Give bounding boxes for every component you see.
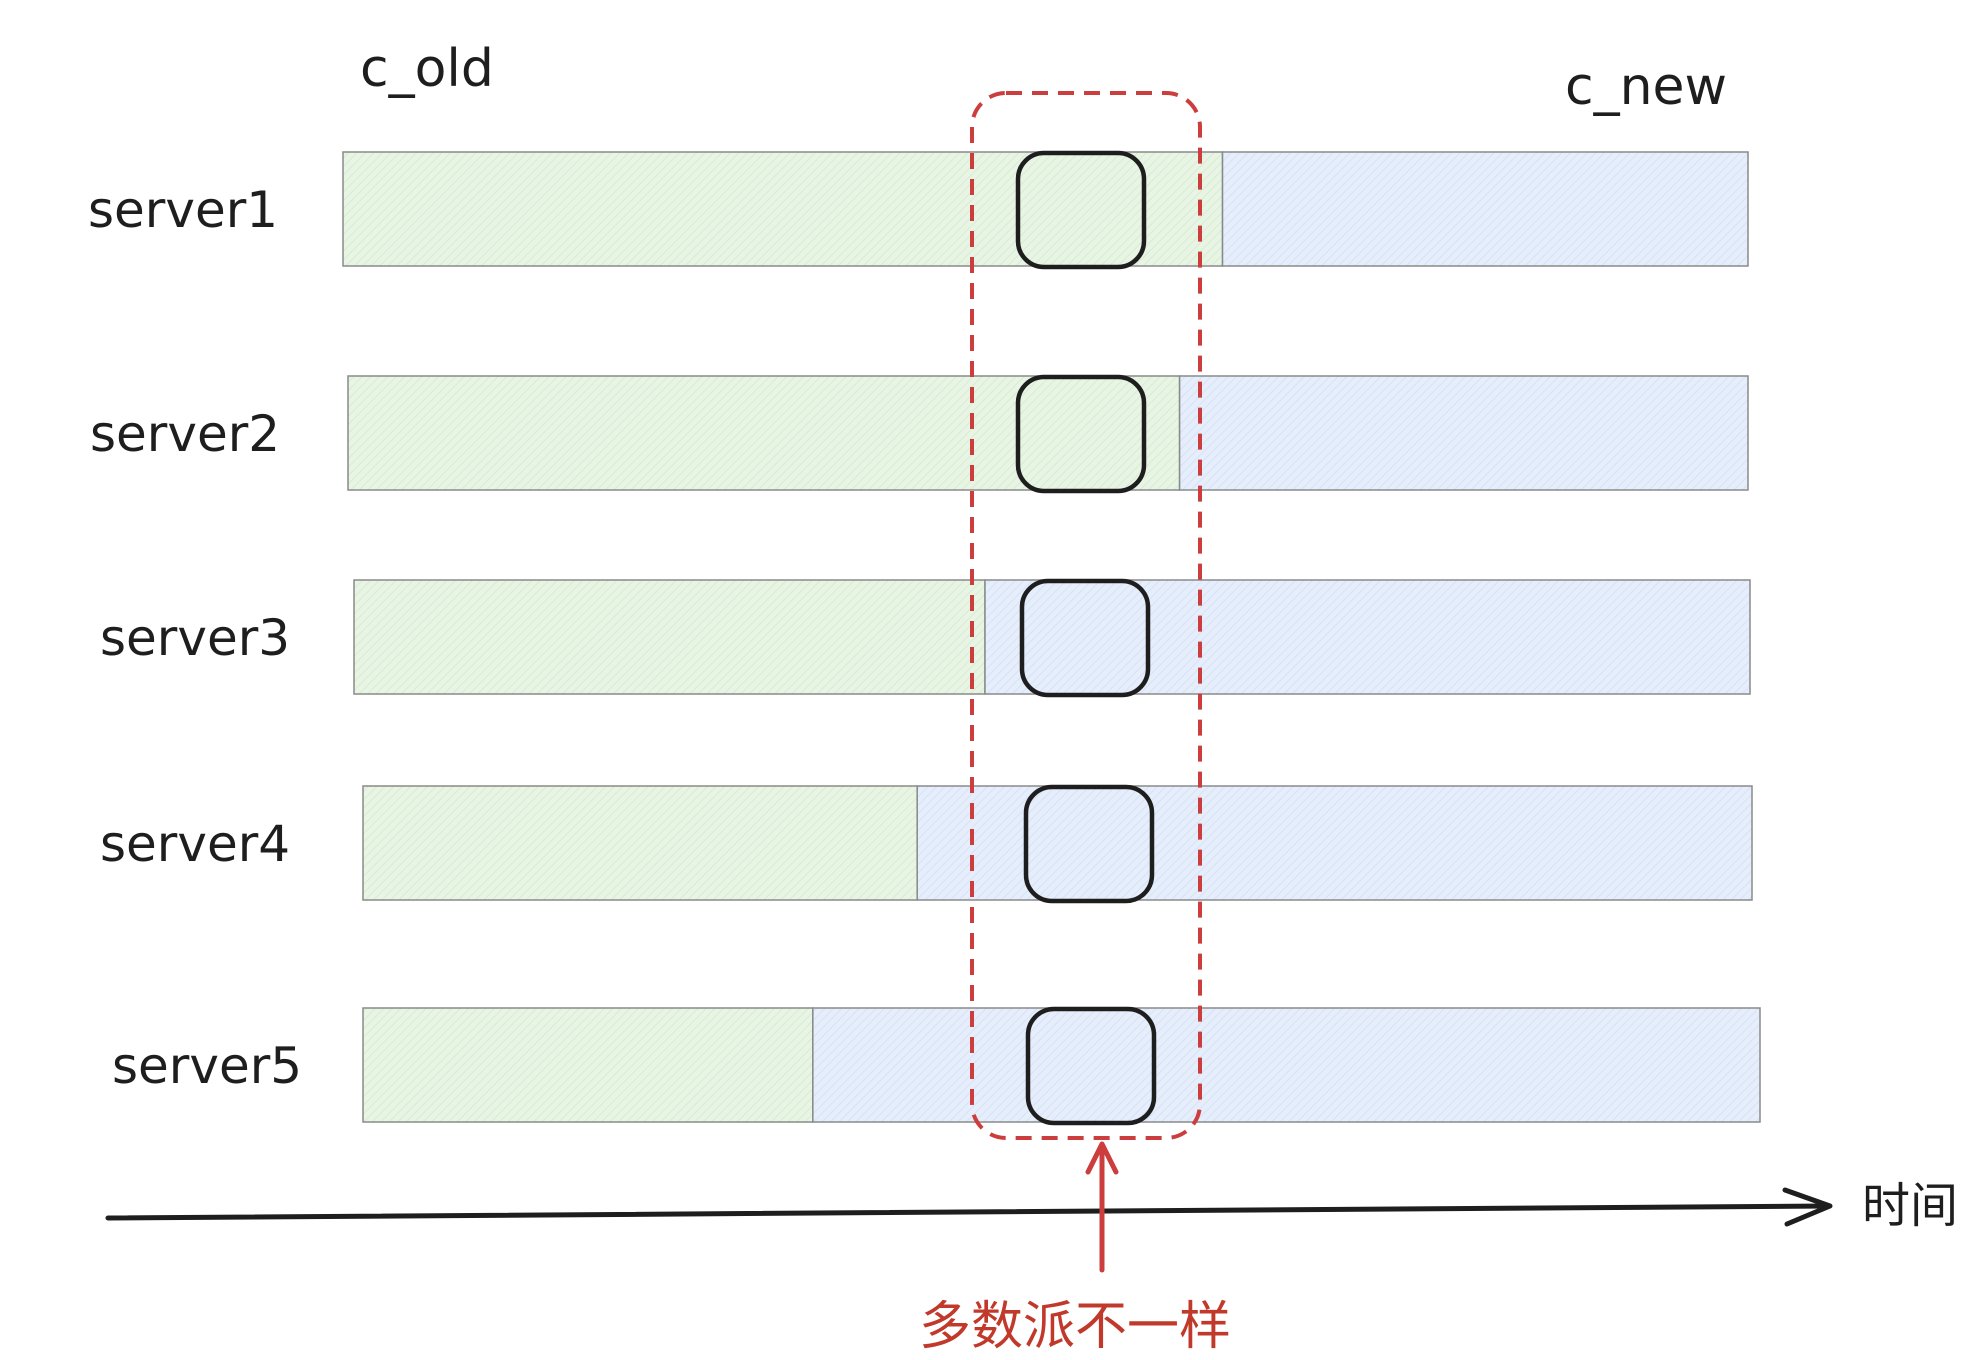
server-label: server5 [112,1037,302,1095]
c-new-label: c_new [1565,57,1727,117]
annotation-label: 多数派不一样 [919,1297,1231,1357]
highlight-region [970,91,1202,1140]
new-config-segment [984,579,1751,695]
old-config-segment [342,151,1224,267]
time-axis [105,1187,1833,1227]
server-row: server2 [90,374,1749,494]
old-config-segment [362,785,918,901]
server-label: server3 [100,609,290,667]
old-config-segment [347,375,1181,491]
new-config-segment [1221,151,1749,267]
log-entry-box [1023,784,1155,904]
server-rows: server1 server2 server3 server4 server5 [88,150,1761,1126]
log-entry-box [1015,150,1147,270]
new-config-segment [812,1007,1761,1123]
old-config-segment [362,1007,814,1123]
log-entry-box [1015,374,1147,494]
new-config-segment [916,785,1753,901]
server-label: server2 [90,405,280,463]
c-old-label: c_old [360,39,494,99]
annotation-arrow [1085,1141,1119,1273]
old-config-segment [353,579,986,695]
annotation-arrowhead [1085,1141,1119,1175]
server-row: server3 [100,578,1751,698]
server-label: server4 [100,815,290,873]
new-config-segment [1178,375,1749,491]
server-row: server4 [100,784,1753,904]
log-entry-box [1019,578,1151,698]
log-entry-box [1025,1006,1157,1126]
server-row: server1 [88,150,1749,270]
time-axis-label: 时间 [1862,1178,1958,1234]
time-axis-arrowhead [1782,1187,1833,1227]
time-axis-line [105,1203,1831,1221]
server-row: server5 [112,1006,1761,1126]
server-label: server1 [88,181,278,239]
